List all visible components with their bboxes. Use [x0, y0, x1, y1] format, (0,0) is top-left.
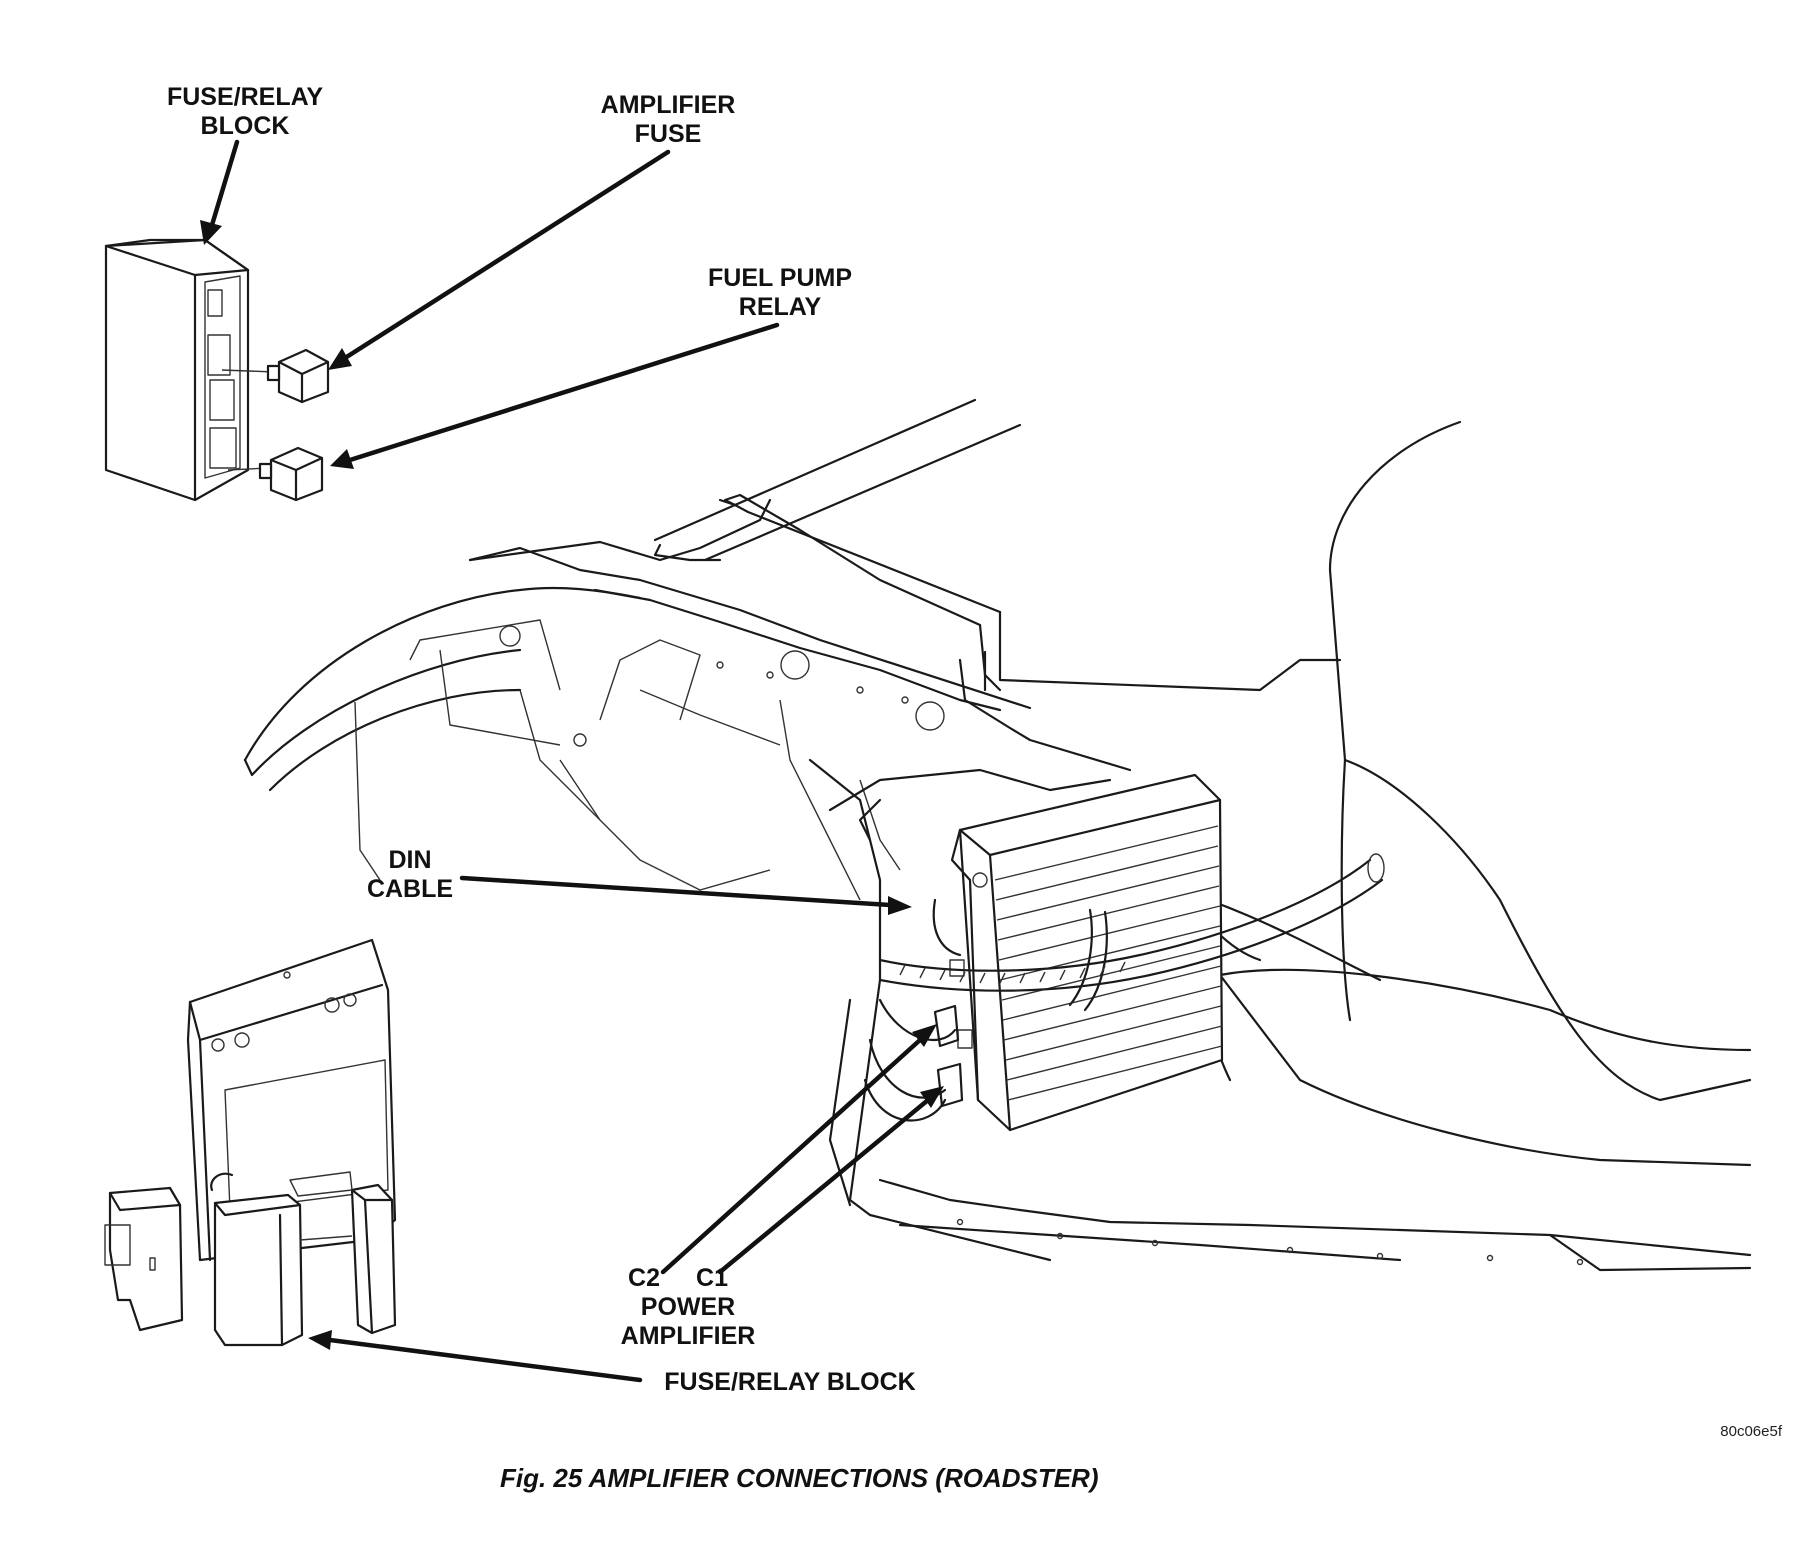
figure-caption: Fig. 25 AMPLIFIER CONNECTIONS (ROADSTER) [500, 1463, 1099, 1493]
fuse-relay-block-top [104, 238, 276, 502]
amplifier-fuse-part [266, 348, 330, 404]
leader-arrows [200, 139, 944, 1383]
label-din-cable: DIN CABLE [366, 846, 454, 903]
label-amplifier-fuse: AMPLIFIER FUSE [600, 91, 736, 148]
image-code: 80c06e5f [1720, 1423, 1782, 1440]
label-c1: C1 [696, 1264, 728, 1292]
label-c2: C2 [628, 1264, 660, 1292]
fuse-relay-block-bottom [104, 938, 397, 1347]
vehicle-body-outline [243, 398, 1752, 1272]
power-amplifier-part [933, 773, 1224, 1132]
label-fuel-pump-relay: FUEL PUMP RELAY [708, 264, 852, 321]
wiring-harness [863, 853, 1385, 1122]
label-fuse-relay-block-bottom: FUSE/RELAY BLOCK [664, 1368, 916, 1396]
label-fuse-relay-block-top: FUSE/RELAY BLOCK [166, 83, 324, 140]
label-power-amplifier: POWER AMPLIFIER [620, 1293, 756, 1350]
fuel-pump-relay-part [258, 446, 324, 502]
